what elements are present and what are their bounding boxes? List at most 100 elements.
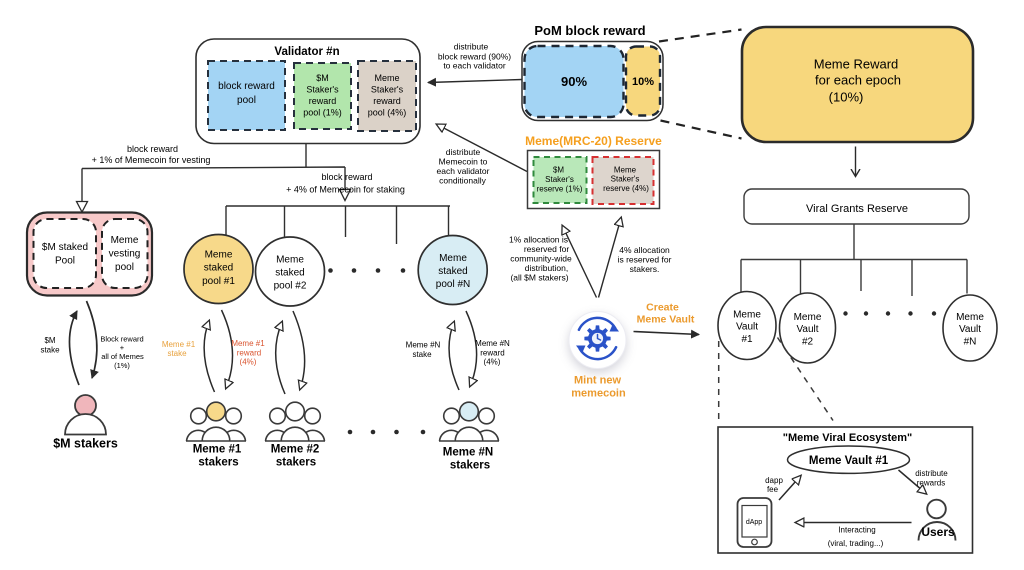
svg-text:$M: $M — [553, 166, 564, 175]
svg-text:Memecoin to: Memecoin to — [439, 157, 488, 167]
svg-text:reserve (4%): reserve (4%) — [603, 184, 649, 193]
svg-text:block reward (90%): block reward (90%) — [438, 52, 511, 62]
svg-text:Meme #1: Meme #1 — [193, 444, 242, 456]
svg-text:Pool: Pool — [55, 256, 75, 267]
svg-text:pool #2: pool #2 — [274, 281, 307, 292]
svg-text:stakers: stakers — [198, 457, 238, 469]
svg-text:(4%): (4%) — [240, 358, 257, 367]
svg-text:Validator #n: Validator #n — [274, 46, 339, 58]
svg-text:conditionally: conditionally — [439, 176, 487, 186]
svg-text:Meme: Meme — [205, 250, 233, 261]
svg-text:Meme: Meme — [276, 255, 304, 266]
svg-text:$M stakers: $M stakers — [53, 437, 118, 451]
svg-text:#N: #N — [964, 337, 977, 348]
svg-text:pool #N: pool #N — [436, 279, 470, 290]
svg-text:stakers: stakers — [450, 460, 490, 472]
svg-text:block reward: block reward — [127, 144, 178, 154]
svg-text:#1: #1 — [741, 334, 753, 345]
svg-text:dApp: dApp — [746, 519, 762, 526]
svg-text:block reward: block reward — [321, 172, 372, 182]
svg-text:staked: staked — [275, 268, 304, 279]
svg-text:pool: pool — [115, 262, 134, 273]
svg-text:distribute: distribute — [454, 42, 489, 52]
svg-text:+ 4% of Memecoin for staking: + 4% of Memecoin for staking — [286, 185, 405, 195]
svg-text:Staker's: Staker's — [371, 85, 404, 95]
svg-text:pool (4%): pool (4%) — [368, 108, 407, 118]
svg-text:"Meme Viral Ecosystem": "Meme Viral Ecosystem" — [783, 432, 912, 444]
svg-text:(10%): (10%) — [829, 90, 864, 105]
svg-text:block reward: block reward — [218, 81, 275, 92]
svg-text:stakers.: stakers. — [630, 264, 660, 274]
svg-text:(4%): (4%) — [484, 358, 501, 367]
svg-text:to each validator: to each validator — [443, 61, 506, 71]
svg-text:Create: Create — [646, 302, 679, 314]
svg-text:staked: staked — [204, 263, 233, 274]
svg-text:reserved for: reserved for — [524, 244, 570, 254]
svg-text:Block reward: Block reward — [100, 335, 143, 344]
svg-text:Interacting: Interacting — [838, 526, 875, 535]
svg-text:community-wide: community-wide — [510, 254, 572, 264]
svg-text:stakers: stakers — [276, 457, 316, 469]
svg-text:10%: 10% — [632, 76, 654, 88]
svg-text:Viral Grants Reserve: Viral Grants Reserve — [806, 203, 908, 215]
svg-text:4% allocation: 4% allocation — [619, 245, 670, 255]
svg-text:Meme: Meme — [614, 166, 637, 175]
svg-text:Meme: Meme — [374, 73, 399, 83]
svg-text:Mint new: Mint new — [574, 375, 621, 387]
svg-text:stake: stake — [412, 350, 432, 359]
svg-text:(all $M stakers): (all $M stakers) — [510, 273, 568, 283]
svg-text:Meme #1: Meme #1 — [231, 339, 265, 348]
svg-text:reward: reward — [237, 349, 261, 358]
svg-text:vesting: vesting — [109, 249, 141, 260]
svg-text:Meme Vault #1: Meme Vault #1 — [809, 455, 889, 467]
svg-text:$M staked: $M staked — [42, 242, 88, 253]
svg-text:PoM block reward: PoM block reward — [534, 23, 645, 38]
svg-text:memecoin: memecoin — [571, 388, 626, 400]
svg-text:reserve (1%): reserve (1%) — [537, 185, 583, 194]
svg-text:fee: fee — [767, 485, 779, 494]
svg-text:Meme: Meme — [733, 310, 761, 321]
svg-text:dapp: dapp — [765, 476, 783, 485]
svg-text:+: + — [120, 343, 125, 352]
svg-text:Meme: Meme — [439, 253, 467, 264]
svg-text:Meme #N: Meme #N — [475, 339, 510, 348]
svg-text:(1%): (1%) — [114, 361, 130, 370]
svg-text:staked: staked — [438, 266, 467, 277]
svg-text:rewards: rewards — [917, 479, 945, 488]
svg-text:Meme(MRC-20) Reserve: Meme(MRC-20) Reserve — [525, 134, 662, 148]
svg-text:each validator: each validator — [437, 166, 490, 176]
svg-text:Vault: Vault — [736, 322, 758, 333]
svg-text:$M: $M — [44, 336, 55, 345]
svg-text:Staker's: Staker's — [306, 85, 339, 95]
svg-text:Meme #2: Meme #2 — [271, 444, 320, 456]
svg-text:stake: stake — [167, 349, 187, 358]
svg-text:pool (1%): pool (1%) — [303, 108, 342, 118]
svg-text:reward: reward — [309, 96, 337, 106]
svg-text:Vault: Vault — [796, 324, 818, 335]
svg-text:distribute: distribute — [915, 469, 948, 478]
svg-text:Meme: Meme — [111, 235, 139, 246]
svg-text:Meme Reward: Meme Reward — [814, 57, 899, 72]
svg-text:$M: $M — [316, 73, 329, 83]
svg-text:1% allocation is: 1% allocation is — [509, 235, 568, 245]
svg-text:Meme Vault: Meme Vault — [637, 314, 695, 326]
svg-text:distribution,: distribution, — [525, 263, 568, 273]
svg-text:Meme #N: Meme #N — [443, 447, 494, 459]
svg-text:Meme #N: Meme #N — [406, 341, 441, 350]
svg-text:all of Memes: all of Memes — [101, 352, 144, 361]
svg-text:pool: pool — [237, 95, 256, 106]
svg-text:is reserved for: is reserved for — [618, 255, 672, 265]
svg-text:pool #1: pool #1 — [202, 276, 235, 287]
svg-text:Meme #1: Meme #1 — [162, 340, 196, 349]
svg-text:(viral, trading...): (viral, trading...) — [828, 539, 884, 548]
svg-text:stake: stake — [40, 346, 60, 355]
svg-text:Users: Users — [921, 525, 955, 539]
svg-text:Meme: Meme — [794, 312, 822, 323]
svg-text:for each epoch: for each epoch — [815, 73, 901, 88]
svg-text:reward: reward — [373, 96, 401, 106]
svg-text:90%: 90% — [561, 74, 587, 89]
svg-text:Staker's: Staker's — [611, 175, 640, 184]
svg-text:distribute: distribute — [446, 147, 481, 157]
svg-text:Vault: Vault — [959, 324, 981, 335]
svg-text:reward: reward — [480, 349, 504, 358]
